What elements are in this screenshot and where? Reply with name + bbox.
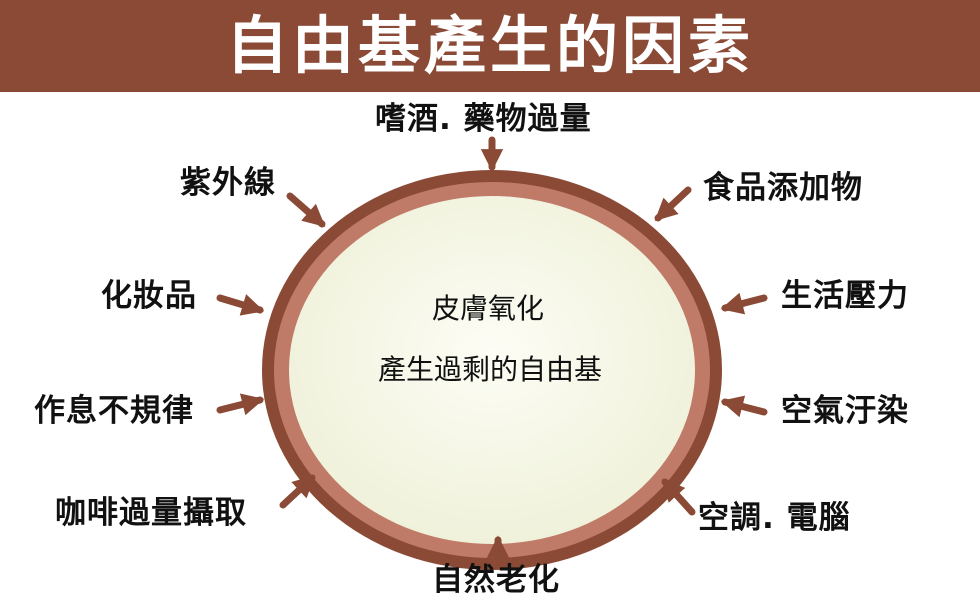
arrow-stress bbox=[720, 292, 768, 315]
title-banner: 自由基產生的因素 bbox=[0, 0, 980, 92]
factor-coffee: 咖啡過量攝取 bbox=[55, 495, 247, 531]
factor-uv: 紫外線 bbox=[180, 165, 276, 201]
diagram-title: 自由基產生的因素 bbox=[225, 9, 754, 82]
factor-irregular-schedule: 作息不規律 bbox=[34, 393, 194, 429]
arrow-air bbox=[720, 395, 768, 418]
factor-natural-aging: 自然老化 bbox=[432, 562, 560, 598]
arrow-cosmetics bbox=[216, 294, 265, 316]
center-ellipse bbox=[289, 196, 695, 544]
arrow-coffee bbox=[279, 474, 316, 509]
factor-life-stress: 生活壓力 bbox=[781, 278, 909, 314]
arrow-ac bbox=[661, 478, 696, 516]
factor-air-pollution: 空氣汙染 bbox=[781, 393, 909, 429]
arrow-sleep bbox=[216, 393, 265, 416]
center-line-1: 皮膚氧化 bbox=[432, 292, 545, 325]
factor-ac-computer: 空調. 電腦 bbox=[698, 500, 851, 536]
arrow-food bbox=[654, 186, 692, 222]
arrow-uv bbox=[286, 192, 326, 228]
factor-cosmetics: 化妝品 bbox=[101, 278, 197, 314]
center-line-2: 產生過剩的自由基 bbox=[378, 353, 603, 386]
factor-alcohol-drugs: 嗜酒. 藥物過量 bbox=[375, 101, 592, 137]
factor-food-additives: 食品添加物 bbox=[703, 170, 863, 206]
